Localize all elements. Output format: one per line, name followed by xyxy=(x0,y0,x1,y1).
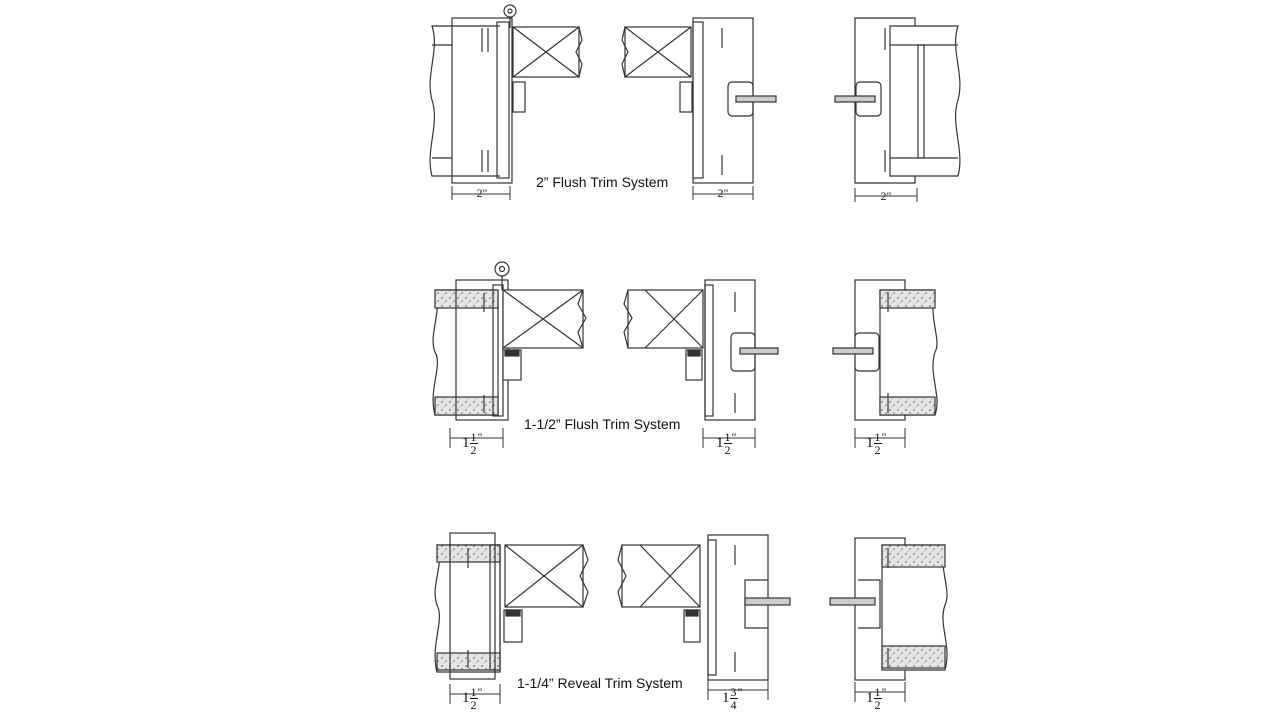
dimension-lines-row2 xyxy=(449,428,906,448)
caption-1-1-2in-flush-trim: 1-1/2” Flush Trim System xyxy=(524,416,681,432)
detail-row1-right xyxy=(834,17,961,184)
detail-row3-right xyxy=(829,537,948,681)
caption-1-1-4in-reveal-trim: 1-1/4” Reveal Trim System xyxy=(517,675,683,691)
dim-label-row1-left: 2" xyxy=(476,186,488,200)
detail-row3-middle xyxy=(617,534,791,681)
dimension-lines-row1 xyxy=(451,186,918,202)
detail-row2-middle xyxy=(623,279,779,421)
detail-row2-right xyxy=(832,279,938,421)
dim-label-row1-middle: 2" xyxy=(717,186,729,200)
dim-label-row1-right: 2" xyxy=(880,189,892,203)
detail-row1-middle xyxy=(621,17,777,184)
detail-row1-left xyxy=(429,4,583,184)
detail-row3-left xyxy=(434,532,589,680)
dimension-lines-row3 xyxy=(449,680,906,704)
detail-row2-left xyxy=(432,261,587,421)
caption-2in-flush-trim: 2” Flush Trim System xyxy=(536,174,669,190)
